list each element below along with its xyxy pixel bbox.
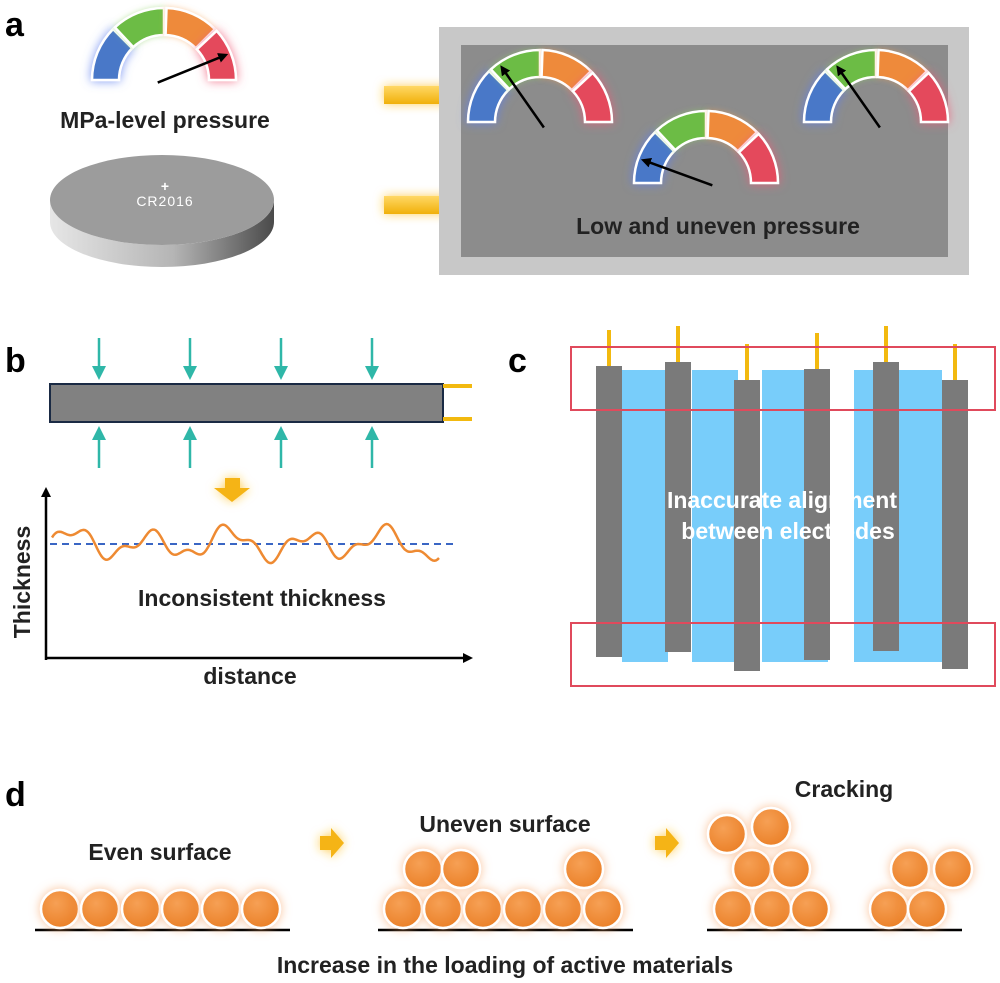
active-particle — [200, 888, 242, 930]
down-arrow-orange — [214, 478, 250, 502]
compressed-electrode — [49, 383, 472, 423]
panel-label-a: a — [5, 6, 25, 44]
gauge-orange-segment — [164, 6, 217, 50]
electrode-sheet — [804, 369, 830, 660]
bottom-misalignment-box — [570, 622, 996, 687]
gauge-needle — [500, 65, 545, 129]
active-particle — [79, 888, 121, 930]
active-particle — [462, 888, 504, 930]
gauge-red-segment — [195, 29, 238, 82]
gauge-blue-segment — [466, 69, 510, 124]
gauge-green-segment — [655, 109, 708, 152]
uneven-surface-label: Uneven surface — [419, 811, 590, 837]
gauge-red-segment — [737, 132, 780, 185]
active-particle — [402, 848, 444, 890]
electrode-stack — [596, 326, 968, 671]
press-arrow-up — [183, 426, 197, 468]
active-particle — [789, 888, 831, 930]
active-particle — [712, 888, 754, 930]
pouch-inner — [461, 45, 948, 257]
active-particle — [770, 848, 812, 890]
gauge-green-segment — [113, 6, 166, 49]
gauge-orange-segment — [540, 48, 593, 92]
panel-label-b: b — [5, 342, 26, 380]
top-misalignment-box — [570, 346, 996, 411]
alignment-label-line2: between electrodes — [681, 518, 894, 544]
active-particle — [440, 848, 482, 890]
thickness-wave — [50, 522, 440, 565]
active-particle — [563, 848, 605, 890]
coin-pressure-gauge — [90, 6, 238, 84]
active-particle — [382, 888, 424, 930]
active-particle — [706, 813, 748, 855]
coin-gauge — [90, 6, 238, 84]
gauge-orange-segment — [706, 109, 759, 153]
active-particle — [906, 888, 948, 930]
electrode-sheet — [942, 380, 968, 669]
gauge-red-segment — [571, 71, 614, 124]
mpa-pressure-label: MPa-level pressure — [60, 107, 270, 133]
y-axis-label: Thickness — [9, 526, 35, 639]
press-arrow-up — [365, 426, 379, 468]
active-particle — [889, 848, 931, 890]
even-surface-label: Even surface — [88, 839, 231, 865]
active-particle — [731, 848, 773, 890]
separator-layer — [898, 370, 942, 662]
x-axis-label: distance — [203, 663, 296, 689]
press-arrow-down — [92, 338, 106, 380]
gauge-needle — [640, 158, 713, 187]
electrode-sheet — [596, 366, 622, 657]
arrow-right-2 — [655, 828, 679, 858]
press-arrow-down — [183, 338, 197, 380]
active-particle — [502, 888, 544, 930]
separator-layer — [692, 370, 738, 662]
active-particle — [120, 888, 162, 930]
coin-model-label: CR2016 — [136, 193, 193, 209]
thickness-plot — [41, 487, 473, 663]
gauge-blue-segment — [802, 69, 846, 124]
active-particle — [582, 888, 624, 930]
press-arrow-down — [365, 338, 379, 380]
active-particle — [39, 888, 81, 930]
gauge-needle — [836, 65, 881, 129]
active-particle — [868, 888, 910, 930]
pressure-arrows — [92, 338, 379, 468]
coin-plus-sign: + — [161, 178, 169, 194]
gauge-red-segment — [907, 71, 950, 124]
gauge-needle — [157, 53, 229, 84]
pouch-gauge-left — [466, 48, 614, 129]
press-arrow-up — [274, 426, 288, 468]
panel-label-c: c — [508, 342, 527, 380]
gauge-blue-segment — [632, 130, 676, 185]
press-arrow-up — [92, 426, 106, 468]
active-particle — [160, 888, 202, 930]
gauge-orange-segment — [876, 48, 929, 92]
panel-label-d: d — [5, 776, 26, 814]
active-particle — [422, 888, 464, 930]
coin-cell: + CR2016 — [50, 155, 274, 267]
separator-layer — [622, 370, 668, 662]
active-particle — [751, 888, 793, 930]
arrow-right-1 — [320, 828, 344, 858]
active-particle — [932, 848, 974, 890]
loading-caption: Increase in the loading of active materi… — [277, 952, 733, 978]
alignment-label-line1: Inaccurate alignment — [667, 487, 897, 513]
gauge-blue-segment — [90, 27, 134, 82]
particle-layers — [39, 806, 974, 930]
active-particle — [542, 888, 584, 930]
active-particle — [240, 888, 282, 930]
low-uneven-pressure-label: Low and uneven pressure — [576, 213, 860, 239]
inconsistent-thickness-label: Inconsistent thickness — [138, 585, 386, 611]
pouch-gauges — [466, 48, 950, 187]
pouch-gauge-center — [632, 109, 780, 187]
pouch-gauge-right — [802, 48, 950, 129]
press-arrow-down — [274, 338, 288, 380]
cracking-label: Cracking — [795, 776, 893, 802]
active-particle — [750, 806, 792, 848]
